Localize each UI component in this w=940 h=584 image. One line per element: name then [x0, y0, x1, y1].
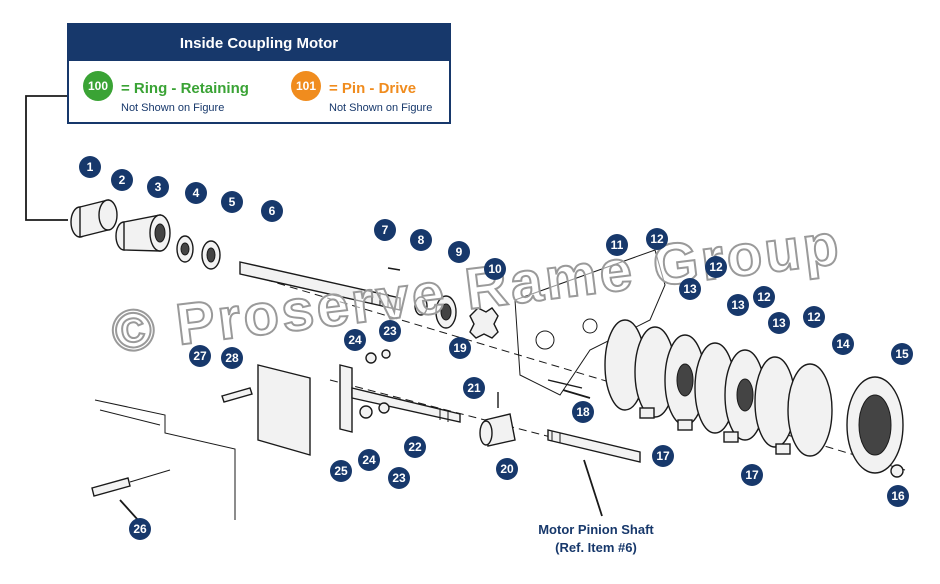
bolt-26-part — [91, 477, 131, 497]
legend-badge-100: 100 — [83, 71, 113, 101]
callout-7: 7 — [374, 219, 396, 241]
gear-part — [469, 307, 499, 339]
callout-11: 11 — [606, 234, 628, 256]
callout-17a: 17 — [652, 445, 674, 467]
callout-27: 27 — [189, 345, 211, 367]
callout-21: 21 — [463, 377, 485, 399]
lower-shaft-part — [351, 387, 461, 423]
callout-12d: 12 — [803, 306, 825, 328]
shaft-label-line-2: (Ref. Item #6) — [555, 540, 637, 555]
motor-pinion-shaft-label: Motor Pinion Shaft (Ref. Item #6) — [518, 521, 674, 557]
callout-8: 8 — [410, 229, 432, 251]
callout-3: 3 — [147, 176, 169, 198]
callout-6: 6 — [261, 200, 283, 222]
callout-22: 22 — [404, 436, 426, 458]
callout-23a: 23 — [379, 320, 401, 342]
callout-17b: 17 — [741, 464, 763, 486]
pinion-shaft-part — [239, 261, 401, 311]
callout-24a: 24 — [344, 329, 366, 351]
bracket-plate — [257, 364, 311, 456]
callout-1: 1 — [79, 156, 101, 178]
frame-rail — [94, 399, 236, 520]
pump-stack — [604, 319, 904, 478]
legend-note-101: Not Shown on Figure — [329, 102, 433, 114]
callout-14: 14 — [832, 333, 854, 355]
legend-label-101: = Pin - Drive — [329, 80, 417, 97]
callout-20: 20 — [496, 458, 518, 480]
callout-18: 18 — [572, 401, 594, 423]
motor-pinion-shaft — [547, 429, 641, 463]
callout-25: 25 — [330, 460, 352, 482]
callout-12b: 12 — [705, 256, 727, 278]
callout-13c: 13 — [768, 312, 790, 334]
bolt-27-part — [221, 387, 253, 403]
callout-12c: 12 — [753, 286, 775, 308]
callout-16: 16 — [887, 485, 909, 507]
legend-label-100: = Ring - Retaining — [121, 80, 249, 97]
callout-24b: 24 — [358, 449, 380, 471]
spring-parts — [639, 407, 791, 455]
callout-5: 5 — [221, 191, 243, 213]
callout-4: 4 — [185, 182, 207, 204]
ring-part — [414, 296, 428, 316]
legend-note-100: Not Shown on Figure — [121, 102, 225, 114]
legend-title: Inside Coupling Motor — [69, 25, 449, 61]
callout-23b: 23 — [388, 467, 410, 489]
callout-10: 10 — [484, 258, 506, 280]
legend-box: Inside Coupling Motor 100 = Ring - Retai… — [67, 23, 451, 124]
callout-19: 19 — [449, 337, 471, 359]
callout-26: 26 — [129, 518, 151, 540]
callout-9: 9 — [448, 241, 470, 263]
pin-part — [547, 379, 583, 389]
bushing-part — [115, 214, 171, 252]
callout-28: 28 — [221, 347, 243, 369]
bearing-parts — [176, 235, 221, 270]
key-part — [387, 267, 401, 271]
callout-13b: 13 — [727, 294, 749, 316]
callout-15: 15 — [891, 343, 913, 365]
legend-frame-line — [25, 95, 68, 221]
callout-13a: 13 — [679, 278, 701, 300]
legend-badge-101: 101 — [291, 71, 321, 101]
bracket-flange — [339, 364, 353, 433]
coupling-part — [70, 199, 118, 238]
shaft-label-line-1: Motor Pinion Shaft — [538, 522, 654, 537]
callout-12a: 12 — [646, 228, 668, 250]
callout-2: 2 — [111, 169, 133, 191]
